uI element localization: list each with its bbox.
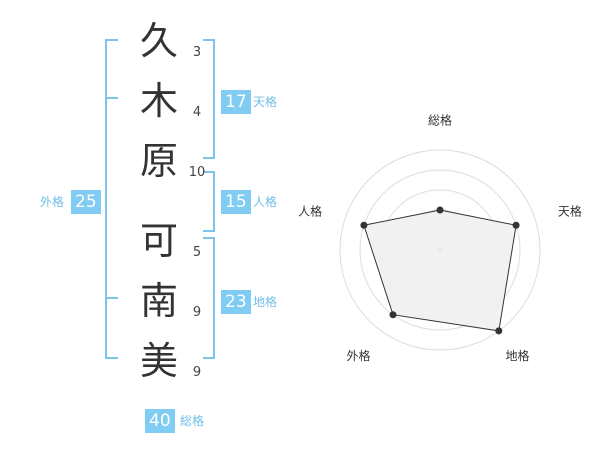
radar-axis-label-4: 外格 (347, 348, 371, 363)
radar-point-5 (360, 221, 368, 229)
radar-polygon (363, 209, 517, 332)
radar-point-3 (495, 327, 503, 335)
gaikaku-bracket (105, 39, 118, 359)
chikaku-bracket (203, 237, 215, 359)
gaikaku-label: 外格 (40, 195, 65, 209)
radar-axis-label-3: 地格 (505, 348, 529, 363)
gaikaku-value: 25 (71, 190, 101, 214)
jinkaku-label: 人格 (253, 195, 278, 209)
name-char-5: 南 (139, 279, 178, 323)
radar-point-2 (512, 221, 520, 229)
stroke-count-6: 9 (192, 365, 202, 380)
soukaku-value: 40 (145, 409, 175, 433)
tenkaku-label: 天格 (253, 95, 278, 109)
radar-axis-label-1: 総格 (428, 113, 452, 128)
radar-point-1 (436, 206, 444, 214)
soukaku-label: 総格 (180, 414, 205, 428)
radar-axis-label-5: 人格 (298, 203, 322, 218)
name-char-3: 原 (139, 139, 178, 183)
stroke-count-4: 5 (192, 245, 202, 260)
radar-points (360, 206, 520, 335)
name-char-4: 可 (139, 219, 178, 263)
tenkaku-bracket (203, 39, 215, 159)
stroke-count-3: 10 (188, 165, 206, 180)
tenkaku-value: 17 (221, 90, 251, 114)
stroke-count-2: 4 (192, 105, 202, 120)
radar-ring-5 (339, 149, 541, 351)
name-char-1: 久 (139, 19, 178, 63)
name-char-2: 木 (139, 79, 178, 123)
jinkaku-bracket (203, 171, 215, 232)
chikaku-label: 地格 (253, 295, 278, 309)
radar-axis-label-2: 天格 (558, 203, 582, 218)
stroke-count-1: 3 (192, 45, 202, 60)
name-char-6: 美 (139, 339, 178, 383)
chikaku-value: 23 (221, 290, 251, 314)
jinkaku-value: 15 (221, 190, 251, 214)
stroke-count-5: 9 (192, 305, 202, 320)
radar-ring-4 (359, 169, 521, 331)
radar-point-4 (389, 311, 397, 319)
